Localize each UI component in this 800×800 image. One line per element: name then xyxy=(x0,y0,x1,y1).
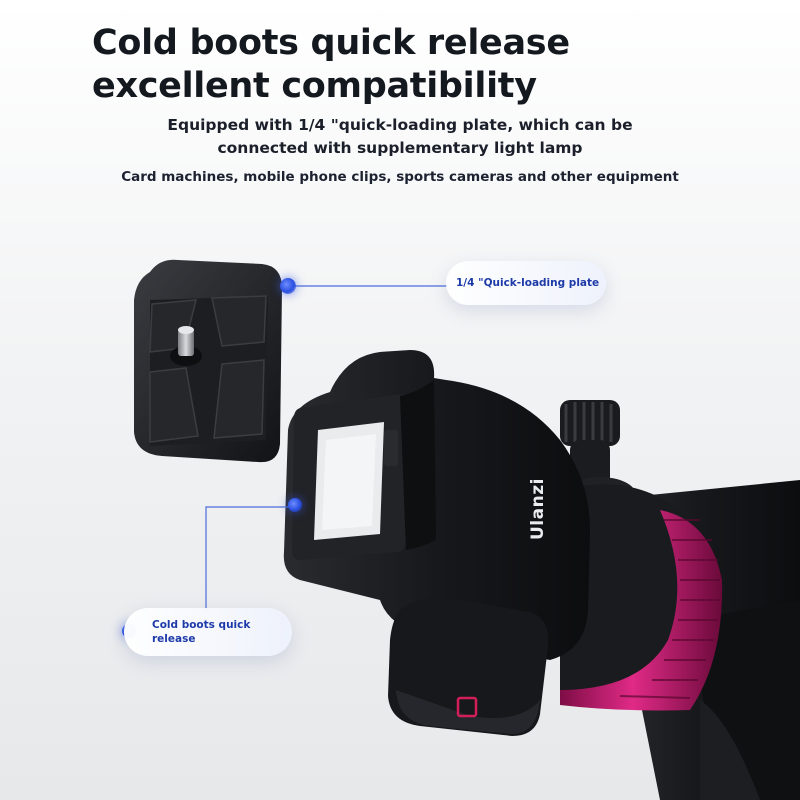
lock-knob xyxy=(388,598,549,736)
cold-shoe-marker-dot xyxy=(288,498,302,512)
subtitle-line-1: Equipped with 1/4 "quick-loading plate, … xyxy=(167,116,633,134)
subtitle: Equipped with 1/4 "quick-loading plate, … xyxy=(0,114,800,160)
quick-loading-plate xyxy=(134,259,282,463)
callout-plate-label: 1/4 "Quick-loading plate xyxy=(456,277,600,289)
callout-cold-shoe: Cold boots quick release xyxy=(124,608,292,656)
plate-marker-dot xyxy=(280,278,296,294)
brand-logo: Ulanzi xyxy=(528,478,548,540)
callout-quick-loading-plate: 1/4 "Quick-loading plate xyxy=(446,261,606,305)
cold-shoe-mount xyxy=(283,350,590,660)
subtitle-line-2: connected with supplementary light lamp xyxy=(217,139,583,157)
callout-lines xyxy=(205,285,450,612)
callout-coldshoe-label: Cold boots quick release xyxy=(152,619,251,645)
compatibility-line: Card machines, mobile phone clips, sport… xyxy=(121,169,679,185)
magenta-ring xyxy=(560,484,723,711)
headline: Cold boots quick release excellent compa… xyxy=(92,23,570,106)
